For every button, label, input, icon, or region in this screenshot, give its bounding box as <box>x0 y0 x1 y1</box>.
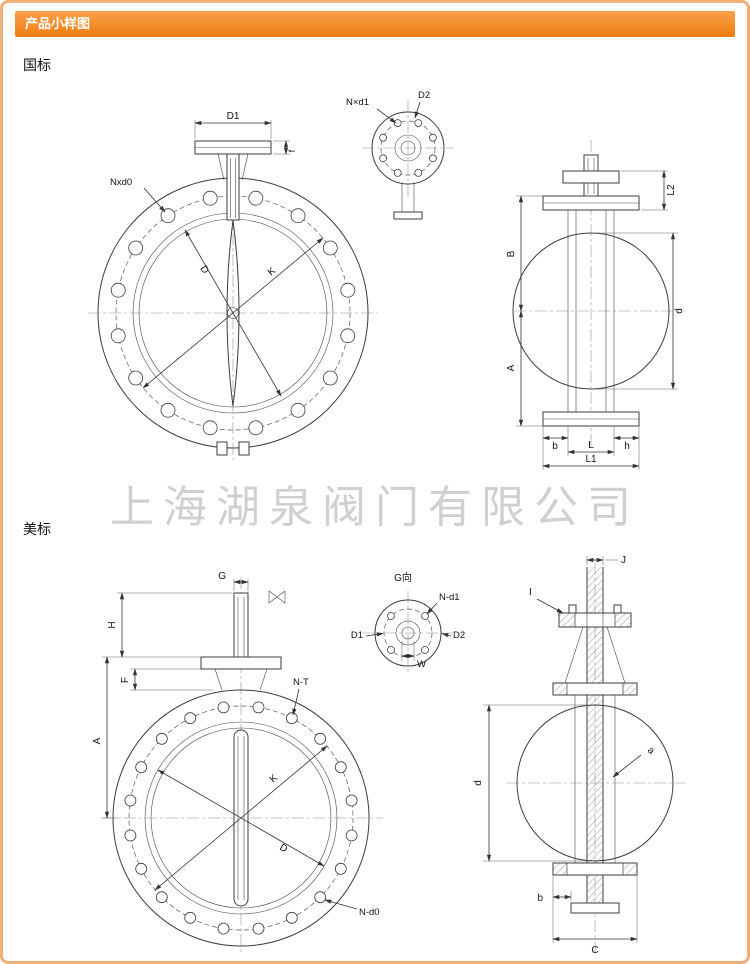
dim-label-A: A <box>506 364 517 371</box>
us-drawing: G H F A N-T K D N-d0 <box>92 555 685 956</box>
watermark: 上海湖泉阀门有限公司 <box>110 483 640 532</box>
dim-label-nd1: N-d1 <box>439 592 460 603</box>
dim-label-L1: L1 <box>585 454 597 465</box>
dim-label-W: W <box>417 659 426 670</box>
dim-label-nxd0: Nxd0 <box>110 177 132 188</box>
dim-label-b: b <box>552 441 558 452</box>
dim-label-J: J <box>621 555 626 566</box>
section-title-gb: 国标 <box>23 57 51 73</box>
dim-label-B: B <box>506 250 517 257</box>
us-bolt-holes <box>124 701 358 935</box>
dim-label-d-us: d <box>473 780 484 786</box>
dim-label-F: F <box>120 677 131 683</box>
dim-label-D1-us: D1 <box>351 630 363 641</box>
section-title-us: 美标 <box>23 521 51 537</box>
us-side-view: J I a <box>473 555 685 956</box>
dim-label-I: I <box>529 587 532 598</box>
dim-label-nxd1: N×d1 <box>346 97 369 108</box>
dim-label-d2: D2 <box>418 90 430 101</box>
us-top-flange-view: G向 N-d1 D1 D2 W <box>351 571 465 675</box>
gb-top-flange-view: D2 N×d1 <box>346 90 454 220</box>
dim-label-G: G <box>218 571 226 582</box>
gb-side-view: L2 B A d b h L L1 <box>506 140 685 470</box>
dim-label-L: L <box>588 440 594 451</box>
dim-label-a: a <box>645 745 657 757</box>
dim-label-D: D <box>197 264 210 276</box>
us-front-view: G H F A N-T K D N-d0 <box>92 571 383 953</box>
dim-label-D-us: D <box>278 842 290 855</box>
us-top-bolt-holes <box>387 612 429 654</box>
page-header-bar: 产品小样图 <box>15 11 735 37</box>
page-title: 产品小样图 <box>25 16 91 31</box>
gb-drawing: D1 f Nxd0 D K <box>88 90 685 470</box>
dim-label-d-side: d <box>674 308 685 314</box>
dim-label-C: C <box>591 945 598 956</box>
gb-front-view: D1 f Nxd0 D K <box>88 111 378 460</box>
dim-label-f: f <box>287 149 298 152</box>
gb-bolt-holes <box>110 190 356 436</box>
dim-label-H: H <box>107 621 118 628</box>
valve-symbol-icon <box>268 590 286 604</box>
dim-label-h: h <box>624 441 630 452</box>
gb-top-bolt-holes <box>379 119 437 177</box>
dim-label-gview: G向 <box>394 571 412 584</box>
dim-label-D2-us: D2 <box>453 630 465 641</box>
dim-label-nt: N-T <box>293 677 309 688</box>
dim-label-d1: D1 <box>227 111 240 122</box>
dim-label-b-us: b <box>537 893 543 904</box>
dim-label-K-us: K <box>268 772 280 785</box>
dim-label-A-us: A <box>92 737 103 744</box>
dim-label-nd0: N-d0 <box>359 907 380 918</box>
dim-label-l2: L2 <box>666 184 677 196</box>
